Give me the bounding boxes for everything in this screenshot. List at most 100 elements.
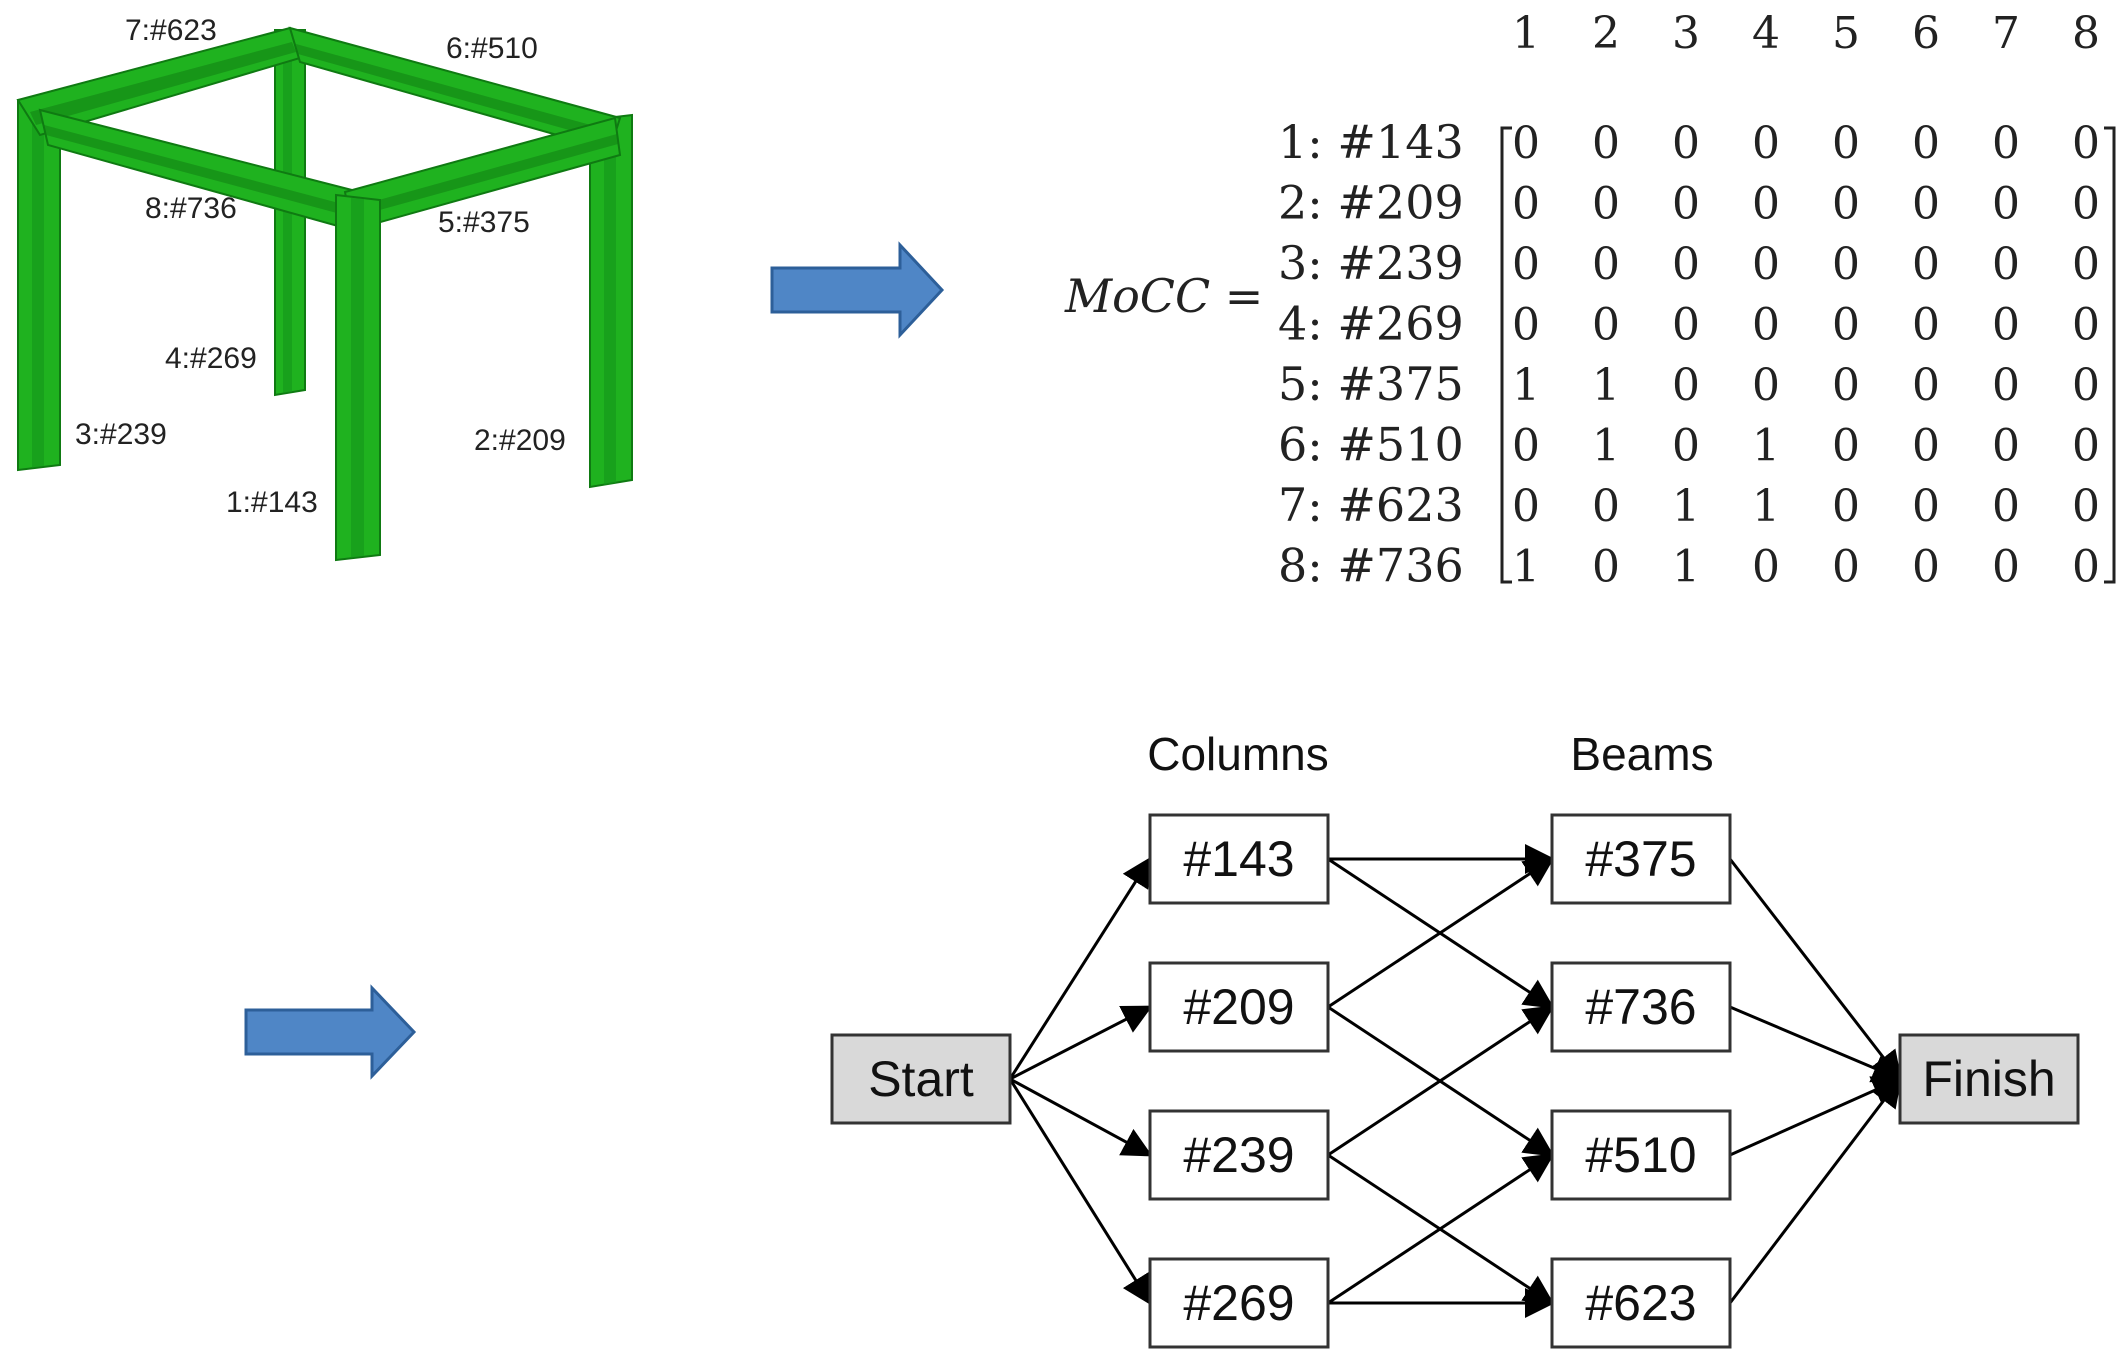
matrix-cell: 0 bbox=[2072, 421, 2100, 472]
matrix-cell: 0 bbox=[1992, 300, 2020, 351]
matrix-cell: 0 bbox=[2072, 542, 2100, 593]
network-edge bbox=[1327, 857, 1555, 1009]
column-node-label: #209 bbox=[1183, 979, 1294, 1035]
matrix-row-label: 6: #510 bbox=[1278, 418, 1464, 472]
matrix-row-label: 5: #375 bbox=[1278, 357, 1464, 411]
matrix-col-header: 1 bbox=[1512, 8, 1540, 59]
finish-label: Finish bbox=[1922, 1051, 2055, 1107]
matrix-cell: 0 bbox=[1672, 179, 1700, 230]
matrix-cell: 1 bbox=[1672, 542, 1700, 593]
matrix-col-header: 2 bbox=[1592, 8, 1620, 59]
network-edge bbox=[1009, 1005, 1153, 1081]
network-edges bbox=[1008, 844, 1903, 1318]
matrix-cell: 0 bbox=[1912, 239, 1940, 290]
matrix-cell: 0 bbox=[2072, 118, 2100, 169]
column-node bbox=[1148, 1109, 1330, 1201]
column-node-label: #143 bbox=[1183, 831, 1294, 887]
beam-node bbox=[1550, 813, 1732, 905]
matrix-cell: 0 bbox=[1752, 179, 1780, 230]
matrix-col-header: 6 bbox=[1912, 8, 1940, 59]
matrix-cell: 0 bbox=[1592, 239, 1620, 290]
label-623: 7:#623 bbox=[125, 14, 217, 47]
beam-node-label: #736 bbox=[1585, 979, 1696, 1035]
right-bracket bbox=[2104, 126, 2116, 584]
beam-node bbox=[1550, 1109, 1732, 1201]
matrix-cell: 0 bbox=[1512, 239, 1540, 290]
precedence-network: Columns Beams Start Finish #143#209#239#… bbox=[830, 728, 2080, 1349]
matrix-col-header: 5 bbox=[1832, 8, 1860, 59]
matrix-cell: 0 bbox=[1752, 118, 1780, 169]
matrix-cell: 0 bbox=[1672, 118, 1700, 169]
finish-node bbox=[1898, 1033, 2080, 1125]
label-209: 2:#209 bbox=[474, 424, 566, 457]
matrix-cells: 0 0 0 0 0 0 0 0 0 0 0 0 0 0 0 0 0 0 0 0 0 0 0 0 0 0 0 0 0 0 0 0 1 1 0 0 0 0 0 0… bbox=[1512, 118, 2100, 593]
matrix-cell: 0 bbox=[1832, 421, 1860, 472]
label-375: 5:#375 bbox=[438, 206, 530, 239]
beam-node-label: #510 bbox=[1585, 1127, 1696, 1183]
beam-node bbox=[1550, 961, 1732, 1053]
network-edge bbox=[1729, 1005, 1903, 1083]
network-edge bbox=[1728, 1076, 1902, 1304]
matrix-cell: 0 bbox=[1832, 300, 1860, 351]
beam-node-label: #375 bbox=[1585, 831, 1696, 887]
matrix-cell: 0 bbox=[1672, 421, 1700, 472]
column-node-label: #239 bbox=[1183, 1127, 1294, 1183]
matrix-cell: 0 bbox=[1992, 118, 2020, 169]
matrix-cell: 0 bbox=[1752, 542, 1780, 593]
matrix-cell: 0 bbox=[1912, 421, 1940, 472]
matrix-col-header: 3 bbox=[1672, 8, 1700, 59]
matrix-cell: 0 bbox=[1512, 421, 1540, 472]
column-nodes: #143 #209 #239 #269 bbox=[1148, 813, 1330, 1349]
matrix-column-headers: 1 2 3 4 5 6 7 8 bbox=[1512, 8, 2100, 59]
matrix-cell: 0 bbox=[1672, 360, 1700, 411]
matrix-cell: 0 bbox=[1832, 179, 1860, 230]
matrix-col-header: 8 bbox=[2072, 8, 2100, 59]
columns-header: Columns bbox=[1147, 728, 1329, 780]
matrix-col-header: 7 bbox=[1992, 8, 2020, 59]
matrix-cell: 1 bbox=[1592, 421, 1620, 472]
matrix-cell: 0 bbox=[1592, 300, 1620, 351]
matrix-cell: 0 bbox=[1912, 481, 1940, 532]
matrix-cell: 0 bbox=[1992, 542, 2020, 593]
matrix-cell: 0 bbox=[1512, 481, 1540, 532]
matrix-cell: 0 bbox=[1592, 481, 1620, 532]
matrix-cell: 0 bbox=[1912, 360, 1940, 411]
matrix-cell: 0 bbox=[2072, 481, 2100, 532]
matrix-cell: 0 bbox=[1992, 360, 2020, 411]
label-736: 8:#736 bbox=[145, 192, 237, 225]
matrix-cell: 0 bbox=[1832, 542, 1860, 593]
matrix-cell: 0 bbox=[1592, 118, 1620, 169]
network-edge bbox=[1008, 856, 1152, 1080]
network-edge bbox=[1728, 858, 1902, 1082]
column-node-label: #269 bbox=[1183, 1275, 1294, 1331]
matrix-cell: 0 bbox=[1832, 481, 1860, 532]
matrix-cell: 0 bbox=[2072, 360, 2100, 411]
matrix-cell: 0 bbox=[1832, 118, 1860, 169]
matrix-row-label: 1: #143 bbox=[1278, 115, 1464, 169]
left-bracket bbox=[1500, 126, 1512, 584]
matrix-cell: 0 bbox=[1992, 481, 2020, 532]
label-269: 4:#269 bbox=[165, 342, 257, 375]
matrix-row-label: 3: #239 bbox=[1278, 236, 1464, 290]
matrix-cell: 1 bbox=[1512, 360, 1540, 411]
matrix-col-header: 4 bbox=[1752, 8, 1780, 59]
label-510: 6:#510 bbox=[446, 32, 538, 65]
start-label: Start bbox=[868, 1051, 974, 1107]
matrix-cell: 0 bbox=[1512, 118, 1540, 169]
matrix-cell: 0 bbox=[1912, 300, 1940, 351]
matrix-cell: 0 bbox=[1512, 300, 1540, 351]
matrix-cell: 0 bbox=[1752, 300, 1780, 351]
label-143: 1:#143 bbox=[226, 486, 318, 519]
matrix-cell: 0 bbox=[1672, 300, 1700, 351]
start-node bbox=[830, 1033, 1012, 1125]
matrix-cell: 0 bbox=[1752, 239, 1780, 290]
matrix-cell: 1 bbox=[1512, 542, 1540, 593]
matrix-cell: 1 bbox=[1752, 481, 1780, 532]
matrix-symbol: MoCC = bbox=[1064, 269, 1263, 323]
label-239: 3:#239 bbox=[75, 418, 167, 451]
matrix-cell: 0 bbox=[1912, 118, 1940, 169]
beam-node-label: #623 bbox=[1585, 1275, 1696, 1331]
